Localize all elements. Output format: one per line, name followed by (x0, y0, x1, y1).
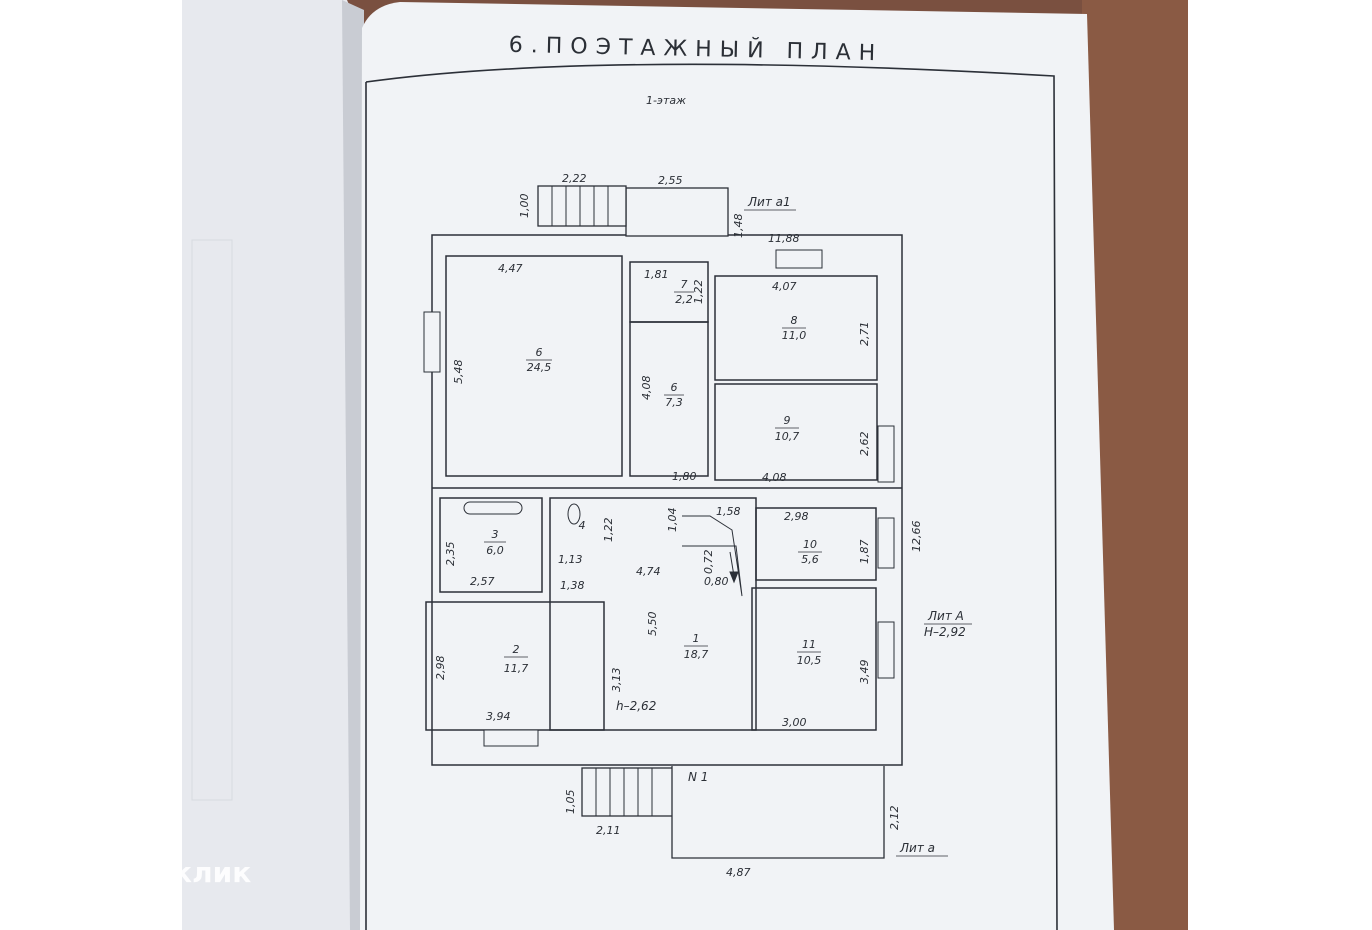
room-11-area: 10,5 (797, 654, 822, 667)
room-8-area: 11,0 (782, 329, 807, 342)
dim: 5,48 (452, 360, 465, 385)
dim: 3,00 (782, 716, 807, 729)
dim: 4,07 (772, 280, 797, 293)
dim: 2,55 (658, 174, 683, 187)
dim: 12,66 (910, 521, 923, 553)
drawing-frame (365, 63, 1058, 930)
room-10-area: 5,6 (801, 553, 819, 566)
dim: 1,22 (602, 518, 615, 543)
dim: 1,58 (716, 505, 741, 518)
dim: 4,47 (498, 262, 523, 275)
room-7-num: 7 (681, 278, 688, 291)
dim: 2,11 (596, 824, 621, 837)
dim: 2,62 (858, 432, 871, 457)
dim: 1,80 (672, 470, 697, 483)
house-logo-icon (49, 848, 87, 893)
lit-a1-label: Лит а1 (747, 195, 791, 209)
dim: 1,22 (692, 280, 705, 305)
dim: 3,49 (858, 660, 871, 685)
room-10-num: 10 (803, 538, 817, 551)
room-6b-area: 7,3 (665, 396, 683, 409)
room-1-area: 18,7 (684, 648, 709, 661)
dim: 4,08 (640, 376, 653, 401)
room-3-area: 6,0 (486, 544, 504, 557)
dim: 2,35 (444, 542, 457, 567)
dim: 3,13 (610, 668, 623, 693)
ceiling-height-label: h–2,62 (616, 699, 656, 713)
watermark-logo (49, 848, 87, 893)
dim: 4,74 (636, 565, 661, 578)
room-9-area: 10,7 (775, 430, 800, 443)
dim: 4,87 (726, 866, 751, 879)
fixtures (463, 501, 581, 525)
windows (423, 249, 895, 747)
dim: 2,22 (562, 172, 587, 185)
room-11-num: 11 (802, 638, 816, 651)
dim: 1,04 (666, 508, 679, 533)
dim: 5,50 (646, 612, 659, 637)
floor-label: 1-этаж (646, 94, 686, 107)
plan-photo: 6.ПОЭТАЖНЫЙ ПЛАН 1-этаж (182, 0, 1188, 930)
dim: 3,94 (486, 710, 511, 723)
dim: 2,57 (470, 575, 495, 588)
inner-stair (682, 515, 743, 597)
lit-a-label: Лит а (899, 841, 935, 855)
dim: 1,48 (732, 214, 745, 239)
room-6b-num: 6 (671, 381, 678, 394)
stair-treads (551, 186, 653, 816)
dim: 4,08 (762, 471, 787, 484)
room-1-num: 1 (693, 632, 700, 645)
porches (537, 185, 885, 859)
room-8-num: 8 (791, 314, 798, 327)
room-2-num: 2 (513, 643, 520, 656)
dim: 1,00 (518, 194, 531, 219)
dim: 1,38 (560, 579, 585, 592)
room-labels: 6 24,5 7 2,2 6 7,3 8 11,0 9 10,7 3 6,0 4… (484, 278, 822, 675)
room-4-num: 4 (579, 519, 586, 532)
room-3-num: 3 (492, 528, 499, 541)
room-2-area: 11,7 (504, 662, 529, 675)
height-total-label: H–2,92 (924, 625, 966, 639)
room-6-num: 6 (536, 346, 543, 359)
dim: 11,88 (768, 232, 800, 245)
watermark-text: Домклик (106, 856, 252, 889)
dim: 2,12 (888, 806, 901, 831)
dim: 1,87 (858, 540, 871, 565)
floor-plan-image: 6.ПОЭТАЖНЫЙ ПЛАН 1-этаж (182, 0, 1188, 930)
room-6-area: 24,5 (527, 361, 552, 374)
dim: 2,98 (434, 656, 447, 681)
room-9-num: 9 (784, 414, 791, 427)
dim: 2,71 (858, 322, 871, 347)
dim: 0,72 (702, 550, 715, 575)
left-page (182, 0, 360, 930)
lit-A-label: Лит А (927, 609, 964, 623)
dim: 2,98 (784, 510, 809, 523)
dim: 1,05 (564, 790, 577, 815)
dim: 0,80 (704, 575, 729, 588)
room-7-area: 2,2 (675, 293, 693, 306)
entrance-label: N 1 (688, 770, 708, 784)
annotations: Лит а1 Лит А H–2,92 Лит а N 1 h–2,62 (616, 195, 972, 857)
dimension-labels: 2,22 2,55 1,00 1,48 11,88 4,47 1,81 1,22… (434, 172, 923, 879)
dim: 1,13 (558, 553, 583, 566)
right-page (360, 2, 1114, 930)
dim: 1,81 (644, 268, 669, 281)
